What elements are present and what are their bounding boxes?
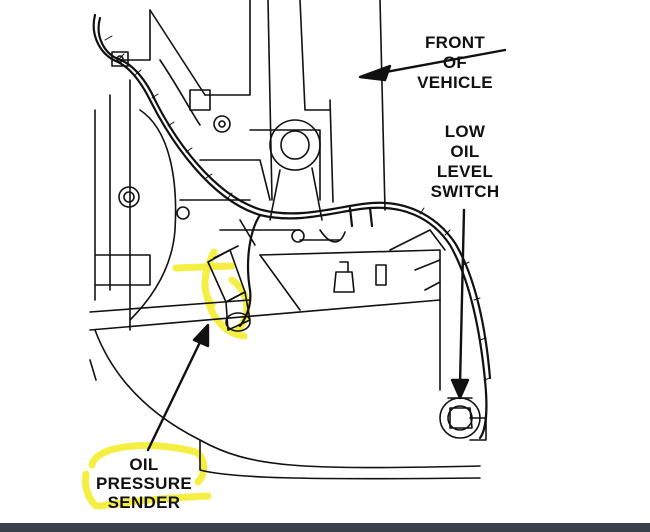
- front-label-line: OF: [442, 53, 468, 72]
- oil-pressure-sender-label: OIL PRESSURE SENDER: [82, 455, 206, 512]
- switch-label-line: OIL: [450, 142, 480, 161]
- switch-label-line: LEVEL: [436, 162, 494, 181]
- front-label-line: FRONT: [424, 33, 486, 52]
- low-oil-level-switch-label: LOW OIL LEVEL SWITCH: [420, 122, 510, 202]
- oil-pressure-sender: [207, 245, 251, 332]
- sender-label-line: SENDER: [107, 493, 181, 512]
- harness-ribs: [104, 35, 491, 381]
- bottom-bar: [0, 523, 650, 532]
- front-label-line: VEHICLE: [417, 73, 493, 92]
- front-of-vehicle-label: FRONT OF VEHICLE: [400, 33, 510, 93]
- pan-stud: [333, 261, 387, 293]
- sender-label-line: OIL: [129, 455, 159, 474]
- sender-label-line: PRESSURE: [96, 474, 192, 493]
- engine-block: [89, 0, 441, 331]
- harness-clip: [111, 51, 129, 67]
- oil-pan: [89, 229, 481, 480]
- low-oil-level-switch: [439, 397, 487, 441]
- switch-label-line: SWITCH: [430, 182, 500, 201]
- oil-pressure-sender-arrow: [146, 323, 210, 452]
- low-oil-switch-arrow: [450, 208, 470, 400]
- lifting-bracket: [269, 119, 346, 243]
- switch-label-line: LOW: [444, 122, 486, 141]
- mount-bolts: [118, 89, 305, 243]
- front-of-vehicle-arrow: [358, 48, 507, 82]
